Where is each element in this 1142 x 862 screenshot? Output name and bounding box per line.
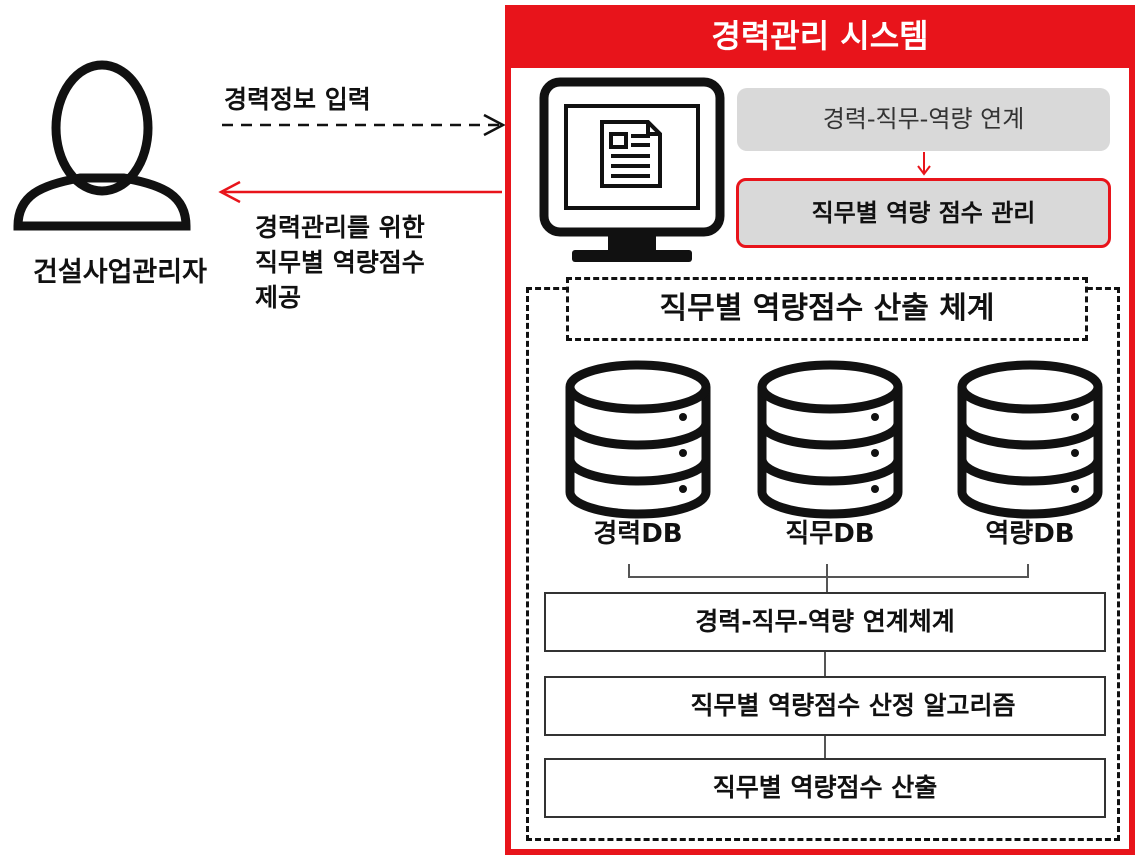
system-title: 경력관리 시스템 <box>505 5 1135 68</box>
output-label-line: 직무별 역량점수 <box>255 248 425 277</box>
link-box: 경력-직무-역량 연계 <box>737 88 1110 151</box>
output-label-line: 제공 <box>255 283 302 312</box>
database-icon <box>957 360 1103 519</box>
step-box: 직무별 역량점수 산출 <box>544 758 1106 818</box>
output-label-line: 경력관리를 위한 <box>255 213 425 242</box>
user-icon <box>13 60 191 231</box>
db-label: 경력DB <box>593 519 683 549</box>
output-arrow-label: 경력관리를 위한 직무별 역량점수 제공 <box>255 210 425 315</box>
output-arrow <box>218 180 502 204</box>
db-label: 직무DB <box>785 519 875 549</box>
step-box: 직무별 역량점수 산정 알고리즘 <box>544 676 1106 736</box>
document-icon <box>600 120 662 188</box>
input-arrow <box>222 113 506 137</box>
manage-box: 직무별 역량 점수 관리 <box>736 178 1111 248</box>
calc-title: 직무별 역량점수 산출 체계 <box>566 277 1088 341</box>
database-icon <box>757 360 903 519</box>
db-label: 역량DB <box>985 519 1075 549</box>
db-connector <box>628 564 1029 592</box>
link-arrow <box>917 152 931 176</box>
input-arrow-label: 경력정보 입력 <box>224 85 371 114</box>
database-icon <box>565 360 711 519</box>
step-box: 경력-직무-역량 연계체계 <box>544 592 1106 652</box>
user-label: 건설사업관리자 <box>33 257 207 288</box>
